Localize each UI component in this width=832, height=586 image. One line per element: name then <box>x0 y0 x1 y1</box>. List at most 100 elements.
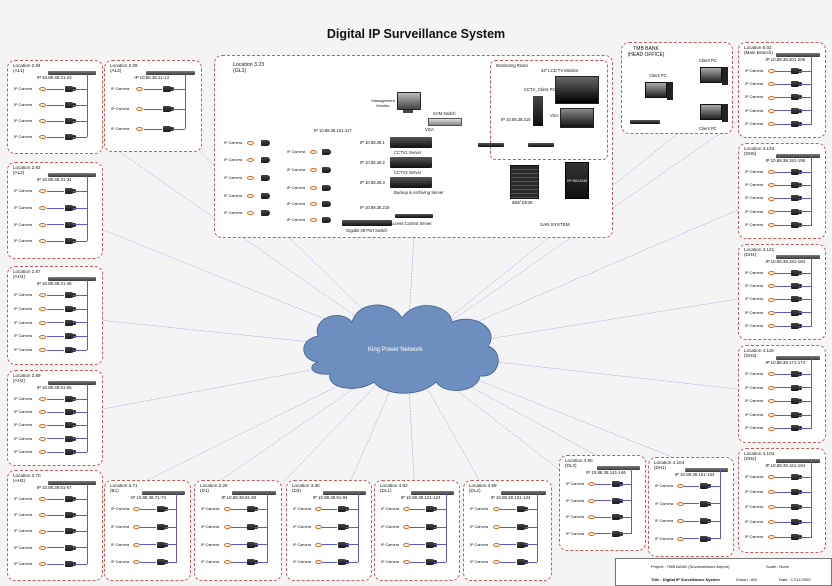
camera-uplink-line <box>799 312 812 313</box>
camera-label: IP Camera <box>293 560 312 565</box>
camera-label: IP Camera <box>566 482 585 486</box>
camera-label: IP Camera <box>470 524 489 529</box>
camera-row: IP Camera <box>12 435 100 444</box>
camera-uplink-line <box>346 544 359 545</box>
camera-row: IP Camera <box>653 500 731 509</box>
camera-uplink-line <box>73 190 87 192</box>
camera-tag-icon <box>223 507 231 512</box>
camera-tag-icon <box>677 536 685 541</box>
camera-tag-icon <box>247 158 254 163</box>
camera-tag-icon <box>767 271 775 276</box>
camera-uplink-line <box>708 520 721 522</box>
location-name: Location 4.59 (DL2) <box>469 483 497 494</box>
camera-tag-icon <box>38 334 46 339</box>
network-switch-icon <box>48 481 97 485</box>
camera-uplink-line <box>73 136 87 138</box>
camera-row: IP Camera <box>743 424 823 433</box>
camera-link-line <box>774 198 791 199</box>
ip-camera-icon <box>611 481 621 487</box>
location-name: Location 4.103 (DH2) <box>744 451 775 462</box>
camera-label: IP Camera <box>14 119 33 123</box>
head-office-pc-label: Client PC <box>699 58 717 63</box>
camera-tag-icon <box>588 531 596 536</box>
camera-link-line <box>500 544 517 545</box>
ip-camera-icon <box>791 411 801 418</box>
camera-uplink-line <box>708 485 721 487</box>
camera-label: IP Camera <box>14 334 33 339</box>
camera-label: IP Camera <box>14 320 33 325</box>
camera-trunk-line <box>357 493 359 563</box>
camera-tag-icon <box>767 170 775 175</box>
location-name: Location 2.09 (AL3) <box>110 63 138 74</box>
ip-camera-icon <box>247 523 257 530</box>
camera-link-line <box>46 224 64 225</box>
location-name: Location 4.90 (DL3) <box>565 458 593 469</box>
camera-trunk-line <box>86 483 88 564</box>
camera-row: IP Camera <box>743 370 823 379</box>
camera-label: IP Camera <box>293 507 312 511</box>
cctv1-server-icon <box>390 137 432 148</box>
camera-link-line <box>46 398 64 400</box>
camera-tag-icon <box>767 372 775 377</box>
ip-camera-icon <box>791 182 801 189</box>
camera-uplink-line <box>799 272 812 274</box>
camera-link-line <box>774 184 791 186</box>
location-ip-range: IP 10.88.38.71-73 <box>131 495 166 500</box>
camera-label: IP Camera <box>14 410 33 415</box>
camera-row: IP Camera <box>12 560 100 569</box>
ip-camera-icon <box>64 292 74 298</box>
camera-link-line <box>46 547 64 548</box>
camera-link-line <box>774 428 791 429</box>
camera-label: IP Camera <box>745 475 764 479</box>
camera-uplink-line <box>708 503 721 504</box>
ip-camera-icon <box>791 283 801 290</box>
camera-label: IP Camera <box>14 189 33 193</box>
camera-link-line <box>774 211 791 212</box>
camera-label: IP Camera <box>14 239 33 244</box>
location-name: Location 4.133 (DH5) <box>744 146 775 157</box>
location-ip-range: IP 10.88.38.191-195 <box>765 158 806 163</box>
ip-camera-icon <box>64 319 74 326</box>
camera-tag-icon <box>767 196 775 201</box>
camera-uplink-line <box>619 483 632 485</box>
camera-label: IP Camera <box>745 209 764 214</box>
camera-uplink-line <box>164 544 177 545</box>
ip-camera-icon <box>322 217 331 223</box>
camera-link-line <box>595 516 611 518</box>
backup-server-ip: IP 10.88.38.3 <box>360 180 385 185</box>
camera-tag-icon <box>310 202 317 207</box>
camera-label: IP Camera <box>201 560 220 565</box>
camera-tag-icon <box>38 189 46 194</box>
camera-uplink-line <box>164 562 177 563</box>
camera-trunk-line <box>267 493 268 563</box>
camera-link-line <box>774 491 791 493</box>
camera-uplink-line <box>255 526 268 528</box>
camera-row: IP Camera <box>743 397 823 406</box>
camera-link-line <box>46 438 64 439</box>
camera-tag-icon <box>38 87 46 92</box>
fibre-switch-2-icon <box>528 143 554 147</box>
drawn-label: Drawn : AM <box>736 577 757 582</box>
camera-label: IP Camera <box>745 310 764 315</box>
camera-tag-icon <box>38 103 46 108</box>
ip-camera-icon <box>700 483 710 489</box>
central-camera-row: IP Camera <box>285 184 345 193</box>
camera-uplink-line <box>708 538 721 539</box>
camera-tag-icon <box>677 501 685 506</box>
camera-uplink-line <box>73 308 87 310</box>
ip-camera-icon <box>791 208 801 215</box>
location-ip-range: IP 10.88.38.21-23 <box>36 75 72 80</box>
camera-label: IP Camera <box>287 150 306 154</box>
camera-tag-icon <box>38 293 46 298</box>
camera-label: IP Camera <box>655 519 674 523</box>
camera-link-line <box>230 526 247 528</box>
access-control-server-icon <box>395 214 433 218</box>
ip-camera-icon <box>611 514 621 520</box>
camera-row: IP Camera <box>743 208 823 217</box>
camera-row: IP Camera <box>743 488 823 497</box>
camera-label: IP Camera <box>745 170 764 174</box>
camera-tag-icon <box>767 323 775 328</box>
